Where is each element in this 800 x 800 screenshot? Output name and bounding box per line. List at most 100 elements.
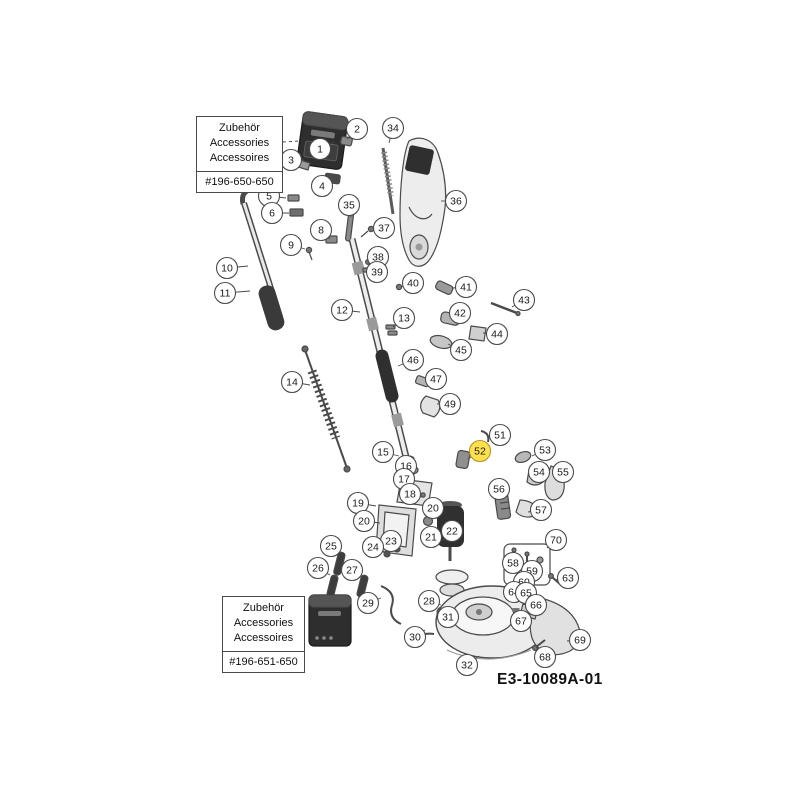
callout-53[interactable]: 53 — [531, 438, 557, 462]
callout-40[interactable]: 40 — [400, 271, 425, 295]
svg-text:67: 67 — [515, 616, 527, 628]
svg-text:58: 58 — [507, 558, 519, 570]
callout-57[interactable]: 57 — [527, 498, 553, 522]
callout-26[interactable]: 26 — [306, 556, 331, 580]
callout-29[interactable]: 29 — [356, 591, 382, 615]
callout-39[interactable]: 39 — [365, 260, 389, 284]
svg-text:2: 2 — [354, 124, 360, 136]
svg-text:4: 4 — [319, 181, 325, 193]
callout-44[interactable]: 44 — [482, 322, 509, 346]
callout-28[interactable]: 28 — [417, 589, 442, 613]
svg-text:57: 57 — [535, 505, 547, 517]
callout-45[interactable]: 45 — [447, 338, 473, 362]
callout-1[interactable]: 1 — [308, 137, 335, 161]
callout-13[interactable]: 13 — [392, 306, 416, 330]
callout-49[interactable]: 49 — [437, 392, 462, 416]
svg-text:34: 34 — [387, 123, 399, 135]
callout-2[interactable]: 2 — [345, 117, 369, 141]
part-deck-32 — [435, 585, 549, 660]
svg-text:6: 6 — [269, 208, 275, 220]
svg-text:63: 63 — [562, 573, 574, 585]
svg-text:36: 36 — [450, 196, 462, 208]
svg-text:35: 35 — [343, 200, 355, 212]
svg-text:25: 25 — [325, 541, 337, 553]
callout-55[interactable]: 55 — [551, 460, 575, 484]
callout-31[interactable]: 31 — [436, 605, 460, 629]
callout-52[interactable]: 52 — [467, 439, 492, 463]
part-sleeve-41 — [435, 280, 454, 295]
callout-10[interactable]: 10 — [215, 256, 249, 280]
callout-68[interactable]: 68 — [533, 645, 557, 669]
callout-32[interactable]: 32 — [455, 653, 480, 677]
svg-text:49: 49 — [444, 399, 456, 411]
callout-70[interactable]: 70 — [544, 528, 568, 552]
callout-34[interactable]: 34 — [381, 116, 405, 144]
dashed-connector-top — [282, 140, 300, 143]
callout-69[interactable]: 69 — [566, 628, 592, 652]
part-spring-shaft-14 — [301, 345, 351, 473]
callout-12[interactable]: 12 — [330, 298, 361, 322]
callout-19[interactable]: 19 — [346, 491, 377, 515]
callout-43[interactable]: 43 — [511, 288, 536, 312]
svg-text:68: 68 — [539, 652, 551, 664]
part-clip-13 — [385, 324, 398, 336]
part-cap-53 — [514, 450, 532, 464]
svg-text:46: 46 — [407, 355, 419, 367]
callout-22[interactable]: 22 — [440, 519, 464, 543]
callout-58[interactable]: 58 — [501, 551, 525, 575]
callout-67[interactable]: 67 — [509, 609, 533, 633]
callout-14[interactable]: 14 — [280, 370, 311, 394]
callout-24[interactable]: 24 — [361, 535, 386, 559]
svg-text:3: 3 — [288, 155, 294, 167]
callout-4[interactable]: 4 — [310, 174, 334, 198]
callout-36[interactable]: 36 — [441, 189, 468, 213]
callout-20[interactable]: 20 — [421, 496, 445, 520]
callout-25[interactable]: 25 — [319, 534, 343, 558]
svg-text:30: 30 — [409, 632, 421, 644]
callout-27[interactable]: 27 — [340, 558, 364, 582]
svg-text:19: 19 — [352, 498, 364, 510]
svg-text:66: 66 — [530, 600, 542, 612]
accessory-part-number: #196-651-650 — [223, 650, 304, 672]
svg-text:53: 53 — [539, 445, 551, 457]
svg-text:11: 11 — [220, 288, 231, 300]
svg-text:70: 70 — [550, 535, 562, 547]
accessory-label-en: Accessories — [233, 616, 294, 629]
callout-47[interactable]: 47 — [424, 367, 448, 391]
svg-text:14: 14 — [286, 377, 298, 389]
callout-30[interactable]: 30 — [403, 625, 427, 649]
part-upper-shaft-10-11 — [240, 186, 285, 331]
callout-54[interactable]: 54 — [527, 460, 551, 484]
callout-15[interactable]: 15 — [371, 440, 400, 464]
svg-text:24: 24 — [367, 542, 379, 554]
svg-text:21: 21 — [425, 532, 437, 544]
callout-8[interactable]: 8 — [309, 218, 333, 242]
svg-text:47: 47 — [430, 374, 442, 386]
svg-text:42: 42 — [454, 308, 466, 320]
svg-text:9: 9 — [288, 240, 294, 252]
svg-text:20: 20 — [427, 503, 439, 515]
callout-51[interactable]: 51 — [487, 423, 512, 447]
svg-text:23: 23 — [385, 536, 397, 548]
callout-46[interactable]: 46 — [397, 348, 425, 372]
svg-text:31: 31 — [442, 612, 454, 624]
callout-20[interactable]: 20 — [352, 509, 381, 533]
callout-9[interactable]: 9 — [279, 233, 306, 257]
svg-text:37: 37 — [378, 223, 390, 235]
callout-35[interactable]: 35 — [337, 193, 361, 218]
callout-63[interactable]: 63 — [554, 566, 580, 590]
svg-text:15: 15 — [377, 447, 389, 459]
callout-18[interactable]: 18 — [398, 482, 422, 506]
callout-66[interactable]: 66 — [524, 593, 548, 617]
accessory-part-number: #196-650-650 — [197, 170, 282, 192]
callout-3[interactable]: 3 — [279, 148, 305, 172]
callout-6[interactable]: 6 — [260, 201, 290, 225]
callout-41[interactable]: 41 — [451, 275, 478, 299]
callout-11[interactable]: 11 — [213, 281, 251, 305]
svg-text:39: 39 — [371, 267, 383, 279]
svg-text:32: 32 — [461, 660, 473, 672]
callout-42[interactable]: 42 — [448, 301, 472, 325]
callout-56[interactable]: 56 — [487, 477, 511, 501]
callout-37[interactable]: 37 — [372, 216, 396, 240]
callout-21[interactable]: 21 — [419, 525, 443, 549]
